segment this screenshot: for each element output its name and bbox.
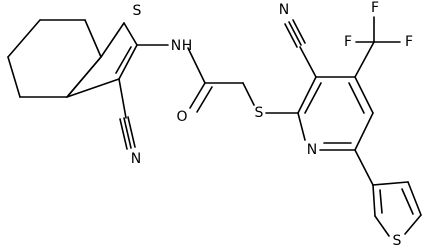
bond — [297, 76, 317, 114]
bond — [242, 82, 255, 106]
bond — [379, 189, 383, 214]
bond — [84, 19, 102, 58]
bond — [196, 86, 213, 113]
bond — [348, 82, 365, 114]
atom-n-pyridine: N — [307, 142, 317, 158]
bond — [115, 46, 132, 74]
bond — [374, 215, 390, 237]
bond — [7, 19, 41, 58]
bond — [123, 22, 138, 46]
bond — [354, 76, 374, 114]
bond — [404, 214, 422, 235]
bond — [118, 44, 138, 80]
bond — [189, 82, 206, 109]
bond — [119, 118, 128, 150]
bond — [407, 181, 422, 216]
bond — [284, 23, 298, 48]
bond — [118, 78, 127, 119]
bond — [304, 82, 322, 114]
atom-n-cyano-benzothiophene: N — [131, 151, 141, 167]
atom-s-benzothiophene: S — [133, 3, 142, 19]
atom-s-thioether: S — [255, 105, 264, 121]
bond — [297, 112, 306, 141]
atom-n-cyano-pyridine: N — [279, 2, 289, 18]
bond — [66, 56, 102, 98]
bond — [354, 41, 375, 78]
bonds — [7, 16, 422, 237]
bond — [7, 56, 21, 98]
atom-h-amide: H — [182, 38, 193, 54]
bond — [127, 116, 136, 148]
atom-f-right: F — [405, 34, 413, 50]
bond — [288, 21, 302, 46]
atom-n-amide: N — [171, 38, 181, 54]
bond — [401, 188, 414, 215]
bond — [354, 112, 374, 151]
bond — [372, 184, 376, 217]
bond — [123, 117, 132, 149]
atom-s-thiophene: S — [393, 233, 402, 249]
bond — [299, 46, 317, 78]
bond — [354, 149, 374, 186]
atom-o-carbonyl: O — [176, 109, 187, 125]
atom-labels: S N H O S N S N N F F F — [131, 0, 413, 249]
bond — [292, 19, 306, 44]
atom-f-top: F — [371, 0, 379, 16]
atom-f-left: F — [344, 34, 352, 50]
bond — [187, 47, 206, 84]
bond — [372, 181, 409, 186]
bond — [66, 78, 120, 98]
bond — [100, 22, 125, 58]
